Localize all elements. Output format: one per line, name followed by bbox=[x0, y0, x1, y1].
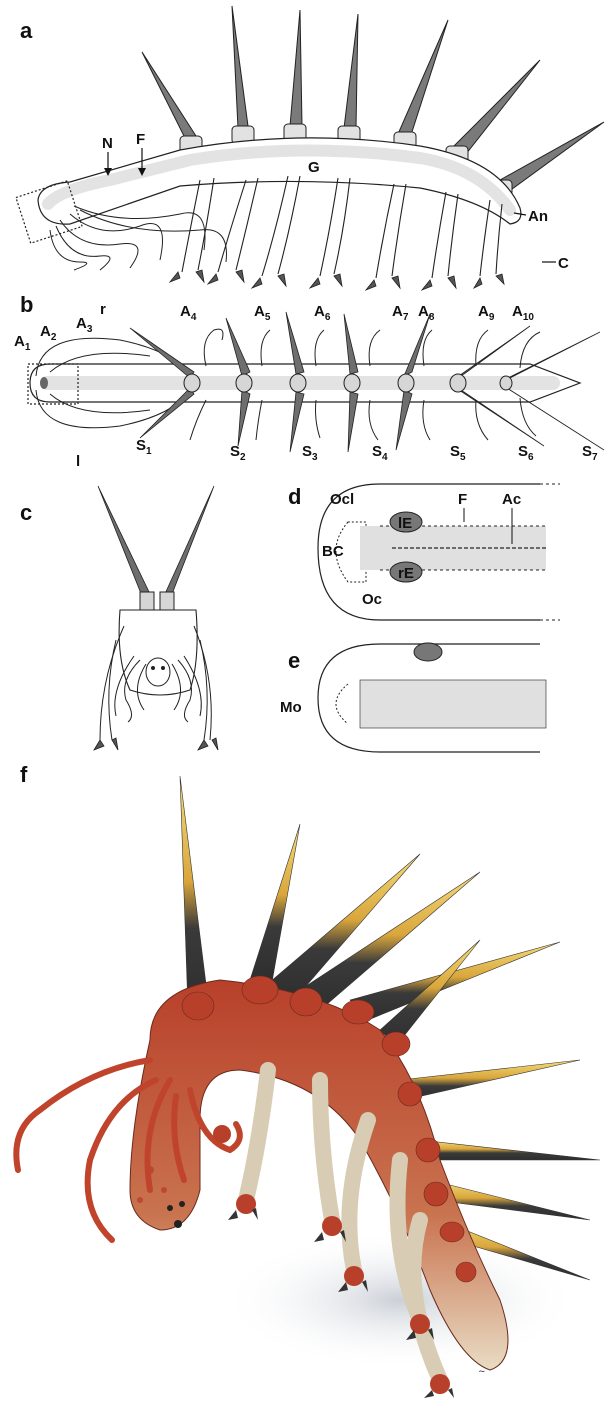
panel-b-label-a3: A3 bbox=[76, 315, 93, 335]
panel-a-label-g: G bbox=[308, 159, 320, 176]
panel-c-spines bbox=[98, 486, 214, 596]
panel-b-label-a6: A6 bbox=[314, 303, 331, 323]
panel-e-label-mo: Mo bbox=[280, 699, 302, 716]
panel-a-label-an: An bbox=[528, 208, 548, 225]
panel-b-label-l: l bbox=[76, 453, 80, 470]
panel-d-letter: d bbox=[288, 484, 301, 509]
panel-b-label-s5: S5 bbox=[450, 443, 466, 463]
panel-d-label-le: lE bbox=[398, 515, 412, 532]
panel-e: e Mo bbox=[280, 643, 546, 752]
panel-b-label-a9: A9 bbox=[478, 303, 495, 323]
panel-b-labels-a: A1 A2 A3 A4 A5 A6 A7 A8 A9 A10 bbox=[14, 303, 534, 353]
panel-d-label-re: rE bbox=[398, 565, 414, 582]
panel-e-letter: e bbox=[288, 648, 300, 673]
panel-b-label-a1: A1 bbox=[14, 333, 31, 353]
panel-b-label-s3: S3 bbox=[302, 443, 318, 463]
panel-c-claws bbox=[94, 738, 218, 750]
panel-f-eye-icon bbox=[167, 1205, 173, 1211]
panel-b: b bbox=[14, 292, 604, 470]
panel-f-letter: f bbox=[20, 762, 28, 787]
panel-b-label-a2: A2 bbox=[40, 323, 57, 343]
panel-a-label-n: N bbox=[102, 135, 113, 152]
panel-b-label-a8: A8 bbox=[418, 303, 435, 323]
panel-b-label-s1: S1 bbox=[136, 437, 152, 457]
panel-a: a bbox=[16, 6, 604, 290]
panel-a-label-f: F bbox=[136, 131, 145, 148]
panel-b-label-s4: S4 bbox=[372, 443, 388, 463]
panel-b-label-s6: S6 bbox=[518, 443, 534, 463]
panel-b-label-s2: S2 bbox=[230, 443, 246, 463]
panel-b-eye-icon bbox=[40, 377, 48, 389]
panel-c: c bbox=[20, 486, 218, 750]
panel-c-letter: c bbox=[20, 500, 32, 525]
panel-d-label-ocl: Ocl bbox=[330, 491, 354, 508]
panel-d-label-f: F bbox=[458, 491, 467, 508]
panel-f-mouth-icon bbox=[174, 1220, 182, 1228]
panel-b-label-a4: A4 bbox=[180, 303, 197, 323]
panel-b-label-a10: A10 bbox=[512, 303, 534, 323]
panel-a-claws bbox=[170, 270, 504, 290]
panel-d-label-bc: BC bbox=[322, 543, 344, 560]
panel-f: f bbox=[16, 762, 600, 1398]
panel-d-label-ac: Ac bbox=[502, 491, 521, 508]
panel-a-label-c: C bbox=[558, 255, 569, 272]
panel-b-label-s7: S7 bbox=[582, 443, 598, 463]
panel-b-label-a5: A5 bbox=[254, 303, 271, 323]
panel-f-artist-signature: ~ bbox=[478, 1367, 486, 1377]
panel-b-labels-s: S1 S2 S3 S4 S5 S6 S7 bbox=[136, 437, 598, 463]
panel-a-letter: a bbox=[20, 18, 33, 43]
panel-d: d Ocl F Ac BC lE rE Oc bbox=[288, 484, 560, 620]
panel-d-label-oc: Oc bbox=[362, 591, 382, 608]
panel-b-letter: b bbox=[20, 292, 33, 317]
panel-b-label-r: r bbox=[100, 301, 106, 318]
panel-b-label-a7: A7 bbox=[392, 303, 409, 323]
